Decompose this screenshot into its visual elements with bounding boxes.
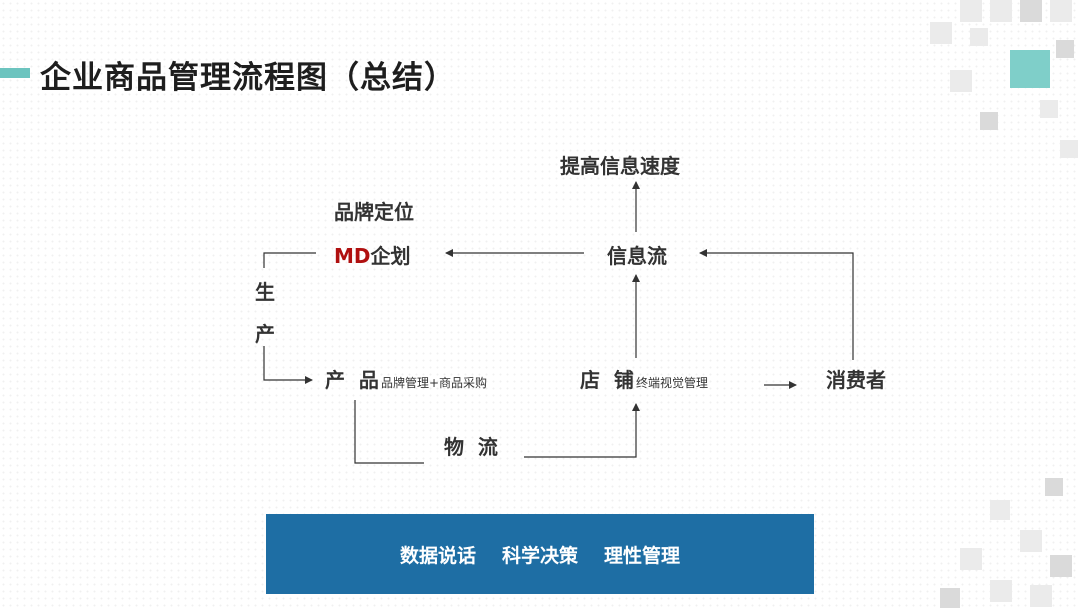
decor-square bbox=[1050, 0, 1072, 22]
decor-square bbox=[990, 500, 1010, 520]
arrow-logistics-to-store bbox=[524, 403, 640, 458]
slide-title: 企业商品管理流程图（总结） bbox=[40, 60, 456, 96]
arrow-consumer-to-info bbox=[699, 249, 854, 360]
title-accent-bar bbox=[0, 68, 30, 78]
production-char-1: 生 bbox=[255, 280, 275, 304]
product-sub-label: 品牌管理+商品采购 bbox=[380, 376, 487, 390]
decor-square bbox=[1040, 100, 1058, 118]
decor-square bbox=[950, 70, 972, 92]
decor-square bbox=[930, 22, 952, 44]
decor-square bbox=[940, 588, 960, 608]
banner-item-management: 理性管理 bbox=[604, 544, 681, 567]
decor-square bbox=[990, 0, 1012, 22]
md-suffix: 企划 bbox=[370, 244, 411, 268]
arrow-production-to-product bbox=[263, 346, 313, 384]
decor-square bbox=[1056, 40, 1074, 58]
decor-square bbox=[960, 0, 982, 22]
node-info-flow: 信息流 bbox=[607, 244, 667, 268]
decor-square bbox=[960, 548, 982, 570]
node-brand-positioning: 品牌定位 bbox=[334, 200, 414, 224]
arrow-md-to-product bbox=[263, 252, 316, 268]
decor-square bbox=[1030, 585, 1052, 607]
decor-square bbox=[970, 28, 988, 46]
banner-item-data: 数据说话 bbox=[399, 544, 476, 567]
decor-square bbox=[1020, 0, 1042, 22]
node-md-planning: MD企划 bbox=[334, 240, 411, 269]
decor-square bbox=[1050, 555, 1072, 577]
store-label: 店 铺 bbox=[580, 368, 634, 392]
decor-square bbox=[1060, 140, 1078, 158]
decor-square bbox=[980, 112, 998, 130]
node-consumer: 消费者 bbox=[826, 368, 886, 392]
node-product: 产 品品牌管理+商品采购 bbox=[325, 364, 487, 393]
node-store: 店 铺终端视觉管理 bbox=[580, 364, 708, 393]
banner-item-decision: 科学决策 bbox=[501, 544, 578, 567]
product-label: 产 品 bbox=[325, 368, 379, 392]
node-top-goal: 提高信息速度 bbox=[560, 154, 680, 178]
decor-square bbox=[1045, 478, 1063, 496]
line-product-to-logistics bbox=[354, 400, 424, 464]
decor-square bbox=[990, 580, 1012, 602]
node-logistics: 物 流 bbox=[444, 435, 498, 459]
decor-square bbox=[1020, 530, 1042, 552]
decor-teal-square bbox=[1010, 50, 1050, 88]
md-prefix: MD bbox=[334, 244, 371, 268]
summary-banner: 数据说话 科学决策 理性管理 bbox=[266, 514, 814, 594]
production-char-2: 产 bbox=[255, 322, 275, 346]
store-sub-label: 终端视觉管理 bbox=[635, 376, 708, 390]
